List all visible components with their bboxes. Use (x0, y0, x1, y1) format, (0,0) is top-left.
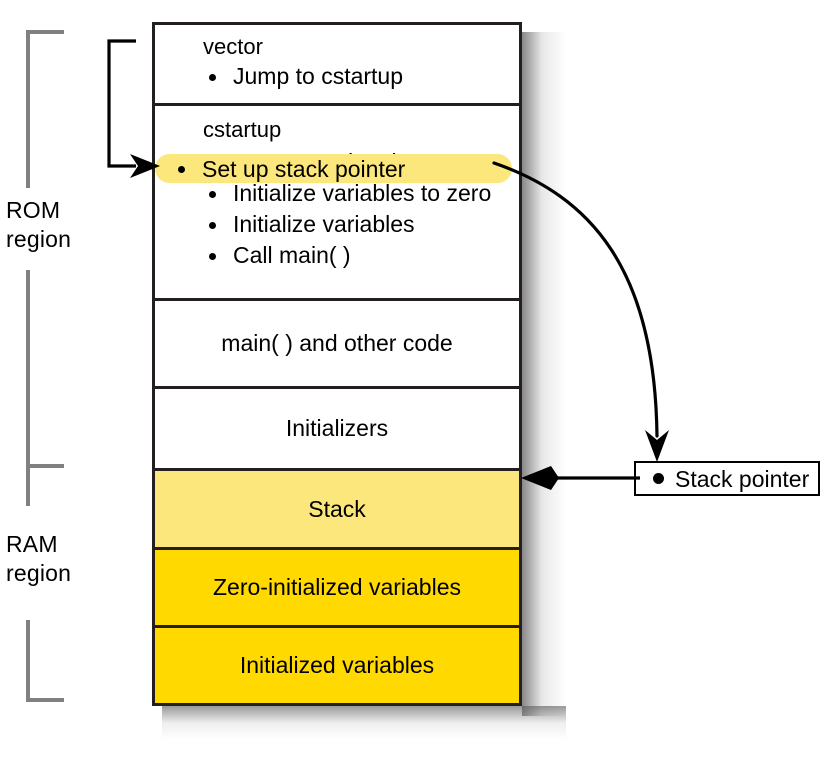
rom-bracket-upper-stem (26, 30, 30, 188)
main-code-label: main( ) and other code (221, 330, 453, 356)
memory-band-vector[interactable]: vector Jump to cstartup (155, 25, 519, 103)
set-up-stack-pointer-text-overlay: Set up stack pointer (178, 155, 406, 184)
memory-band-initialized-variables[interactable]: Initialized variables (155, 625, 519, 703)
initialized-variables-label: Initialized variables (239, 652, 435, 678)
ram-bracket-bottom-tick (26, 698, 64, 702)
stack-pointer-label: Stack pointer (675, 465, 810, 492)
memory-map-box: vector Jump to cstartup cstartup Set up … (152, 22, 522, 706)
rom-region-label-line1: ROM (6, 197, 61, 223)
ram-bracket-upper-stem (26, 464, 30, 506)
vector-heading: vector (203, 34, 263, 59)
ram-region-label-line1: RAM (6, 531, 58, 557)
list-item: Jump to cstartup (205, 61, 403, 92)
memory-band-main-code[interactable]: main( ) and other code (155, 298, 519, 386)
memory-band-zero-initialized-variables[interactable]: Zero-initialized variables (155, 547, 519, 625)
set-up-stack-pointer-label: Set up stack pointer (202, 156, 406, 182)
memory-band-stack[interactable]: Stack (155, 468, 519, 547)
memory-map-shadow-right (522, 32, 566, 716)
zero-initialized-variables-label: Zero-initialized variables (213, 574, 461, 600)
bullet-dot-icon (178, 166, 185, 173)
vector-bullet-list: Jump to cstartup (205, 61, 403, 92)
list-item: Call main( ) (205, 240, 491, 271)
stack-label: Stack (308, 495, 366, 522)
memory-map-shadow-bottom (162, 706, 566, 740)
rom-region-label: ROM region (6, 196, 71, 254)
list-item: Initialize variables (205, 209, 491, 240)
memory-band-cstartup[interactable]: cstartup Set up stack pointer Initialize… (155, 103, 519, 298)
rom-ram-divider-tick (26, 464, 64, 468)
rom-bracket-top-tick (26, 30, 64, 34)
ram-region-label-line2: region (6, 560, 72, 586)
set-up-stack-pointer-highlight (155, 154, 512, 183)
stack-pointer-dot-icon (653, 473, 664, 484)
stack-pointer-callout[interactable]: Stack pointer (634, 461, 820, 496)
initializers-label: Initializers (285, 415, 389, 441)
list-item: Initialize variables to zero (205, 178, 491, 209)
memory-band-initializers[interactable]: Initializers (155, 386, 519, 468)
rom-region-label-line2: region (6, 226, 72, 252)
ram-region-label: RAM region (6, 530, 71, 588)
rom-bracket-lower-stem (26, 270, 30, 466)
cstartup-heading: cstartup (203, 117, 282, 142)
ram-bracket-lower-stem (26, 620, 30, 702)
